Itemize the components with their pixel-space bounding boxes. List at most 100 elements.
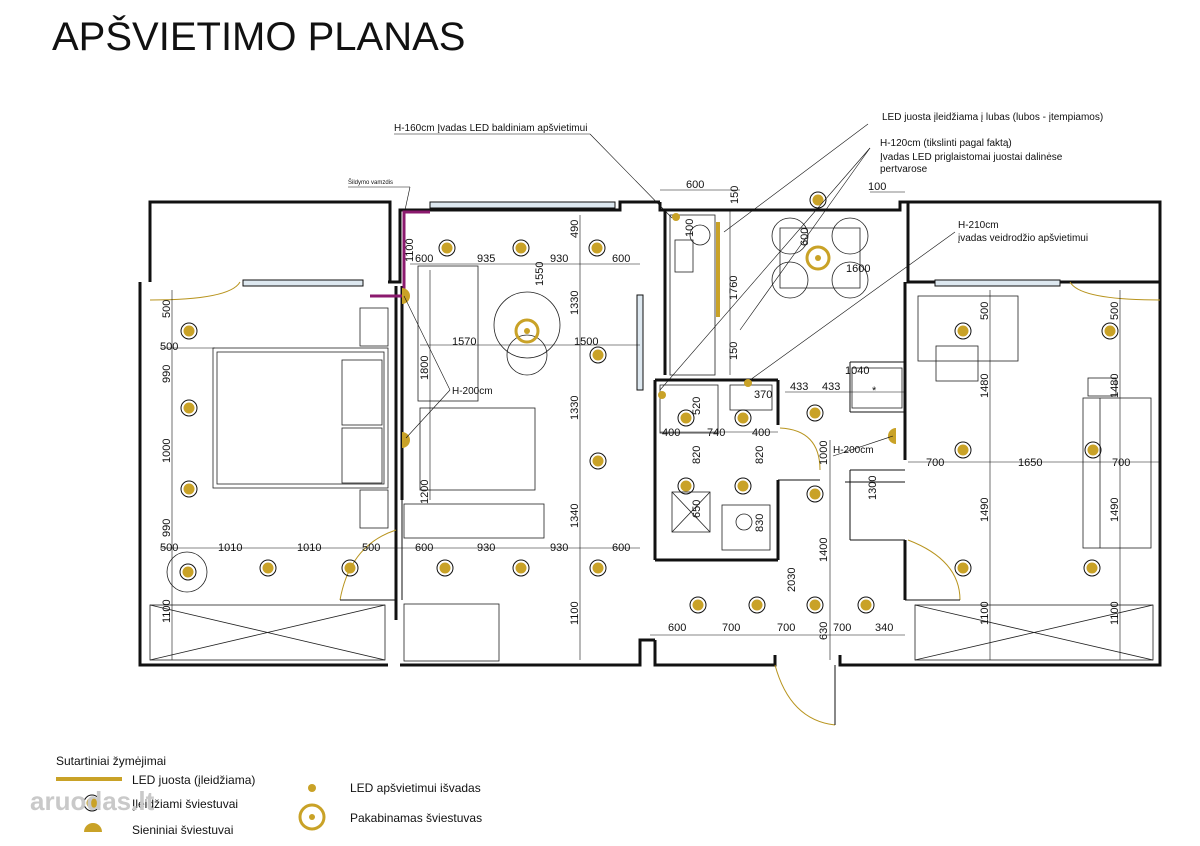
dim-label: 830 bbox=[754, 514, 766, 532]
dim-label: 600 bbox=[686, 179, 704, 191]
recessed-light-fill bbox=[515, 562, 527, 574]
recessed-light-fill bbox=[680, 480, 692, 492]
recessed-light-fill bbox=[439, 562, 451, 574]
led-outlet-icon bbox=[308, 784, 316, 792]
recessed-light-icon bbox=[341, 559, 359, 577]
dim-label: 500 bbox=[160, 341, 178, 353]
legend-led-strip: LED juosta (įleidžiama) bbox=[132, 773, 255, 787]
dim-label: 100 bbox=[868, 181, 886, 193]
dim-label: 1040 bbox=[845, 365, 869, 377]
recessed-light-icon bbox=[180, 322, 198, 340]
svg-text:*: * bbox=[872, 385, 877, 397]
recessed-light-fill bbox=[692, 599, 704, 611]
recessed-light-icon bbox=[589, 452, 607, 470]
led-outlets bbox=[658, 213, 752, 399]
dim-label: 1100 bbox=[569, 601, 581, 625]
dim-label: 600 bbox=[612, 542, 630, 554]
dim-label: 1100 bbox=[161, 599, 173, 623]
dim-label: 1490 bbox=[1109, 498, 1121, 522]
recessed-light-icon bbox=[734, 409, 752, 427]
recessed-light-icon bbox=[677, 409, 695, 427]
recessed-light-icon bbox=[677, 477, 695, 495]
recessed-light-icon bbox=[83, 794, 101, 812]
recessed-light-icon bbox=[259, 559, 277, 577]
dim-label: 2030 bbox=[786, 568, 798, 592]
recessed-light-icon bbox=[806, 596, 824, 614]
recessed-light-fill bbox=[860, 599, 872, 611]
recessed-light-icon bbox=[857, 596, 875, 614]
recessed-light-icon bbox=[438, 239, 456, 257]
dim-label: 150 bbox=[728, 342, 740, 360]
recessed-light-icon bbox=[512, 559, 530, 577]
furniture: * bbox=[149, 214, 1154, 662]
dim-label: 520 bbox=[691, 397, 703, 415]
recessed-light-fill bbox=[809, 488, 821, 500]
dim-label: 1330 bbox=[569, 396, 581, 420]
dim-label: 1000 bbox=[161, 439, 173, 463]
dim-label: 650 bbox=[691, 500, 703, 518]
dim-label: 1800 bbox=[419, 356, 431, 380]
dim-label: 1010 bbox=[297, 542, 321, 554]
recessed-light-icon bbox=[1083, 559, 1101, 577]
recessed-light-icon bbox=[1084, 441, 1102, 459]
dim-label: 340 bbox=[875, 622, 893, 634]
dim-label: 1480 bbox=[979, 374, 991, 398]
dim-label: 990 bbox=[161, 365, 173, 383]
recessed-light-icon bbox=[734, 477, 752, 495]
recessed-light-icon bbox=[512, 239, 530, 257]
dim-label: 930 bbox=[477, 542, 495, 554]
recessed-light-fill bbox=[809, 407, 821, 419]
dim-label: 500 bbox=[161, 300, 173, 318]
legend-led-outlet: LED apšvietimui išvadas bbox=[350, 781, 481, 795]
legend-recessed: Įleidžiami šviestuvai bbox=[132, 797, 238, 811]
dim-label: 400 bbox=[752, 427, 770, 439]
dim-label: 740 bbox=[707, 427, 725, 439]
heating-pipe-label: Šildymo vamzdis bbox=[348, 179, 393, 186]
dim-label: 1400 bbox=[818, 538, 830, 562]
recessed-light-fill bbox=[515, 242, 527, 254]
recessed-light-fill bbox=[344, 562, 356, 574]
dim-label: 1480 bbox=[1109, 374, 1121, 398]
dim-label: 600 bbox=[415, 253, 433, 265]
dim-label: 1200 bbox=[419, 480, 431, 504]
dim-label: 1000 bbox=[818, 441, 830, 465]
recessed-lights bbox=[179, 191, 1119, 614]
dim-label: 1010 bbox=[218, 542, 242, 554]
recessed-light-icon bbox=[954, 559, 972, 577]
recessed-light-fill bbox=[592, 455, 604, 467]
pendant-light-icon bbox=[298, 803, 326, 831]
wall-light-icon bbox=[84, 823, 102, 832]
dim-label: 700 bbox=[833, 622, 851, 634]
recessed-light-fill bbox=[957, 325, 969, 337]
callout-h120-line2: Įvadas LED priglaistomai juostai dalinės… bbox=[880, 152, 1063, 163]
dim-label: 1300 bbox=[867, 476, 879, 500]
dim-label: 1600 bbox=[846, 263, 870, 275]
dim-label: 700 bbox=[777, 622, 795, 634]
dim-label: 820 bbox=[691, 446, 703, 464]
recessed-light-icon bbox=[436, 559, 454, 577]
recessed-light-icon bbox=[588, 239, 606, 257]
dim-label: 500 bbox=[1109, 302, 1121, 320]
dim-label: 700 bbox=[1112, 457, 1130, 469]
dim-label: 150 bbox=[729, 186, 741, 204]
recessed-light-fill bbox=[737, 412, 749, 424]
dimension-lines bbox=[160, 189, 1160, 660]
legend: Sutartiniai žymėjimai LED juosta (įleidž… bbox=[30, 754, 482, 837]
dim-label: 1490 bbox=[979, 498, 991, 522]
recessed-light-icon bbox=[589, 346, 607, 364]
recessed-light-fill bbox=[1086, 562, 1098, 574]
dim-label: 700 bbox=[926, 457, 944, 469]
recessed-light-fill bbox=[182, 566, 194, 578]
callout-h200-right: H-200cm bbox=[833, 445, 874, 456]
dim-label: 820 bbox=[754, 446, 766, 464]
recessed-light-fill bbox=[809, 599, 821, 611]
dim-label: 600 bbox=[668, 622, 686, 634]
dim-label: 1100 bbox=[1109, 601, 1121, 625]
recessed-light-fill bbox=[957, 562, 969, 574]
callout-h210-line2: įvadas veidrodžio apšvietimui bbox=[958, 233, 1088, 244]
callout-h120-line1: H-120cm (tikslinti pagal faktą) bbox=[880, 138, 1012, 149]
dim-label: 1550 bbox=[534, 262, 546, 286]
dim-label: 630 bbox=[818, 622, 830, 640]
dim-label: 600 bbox=[799, 228, 811, 246]
